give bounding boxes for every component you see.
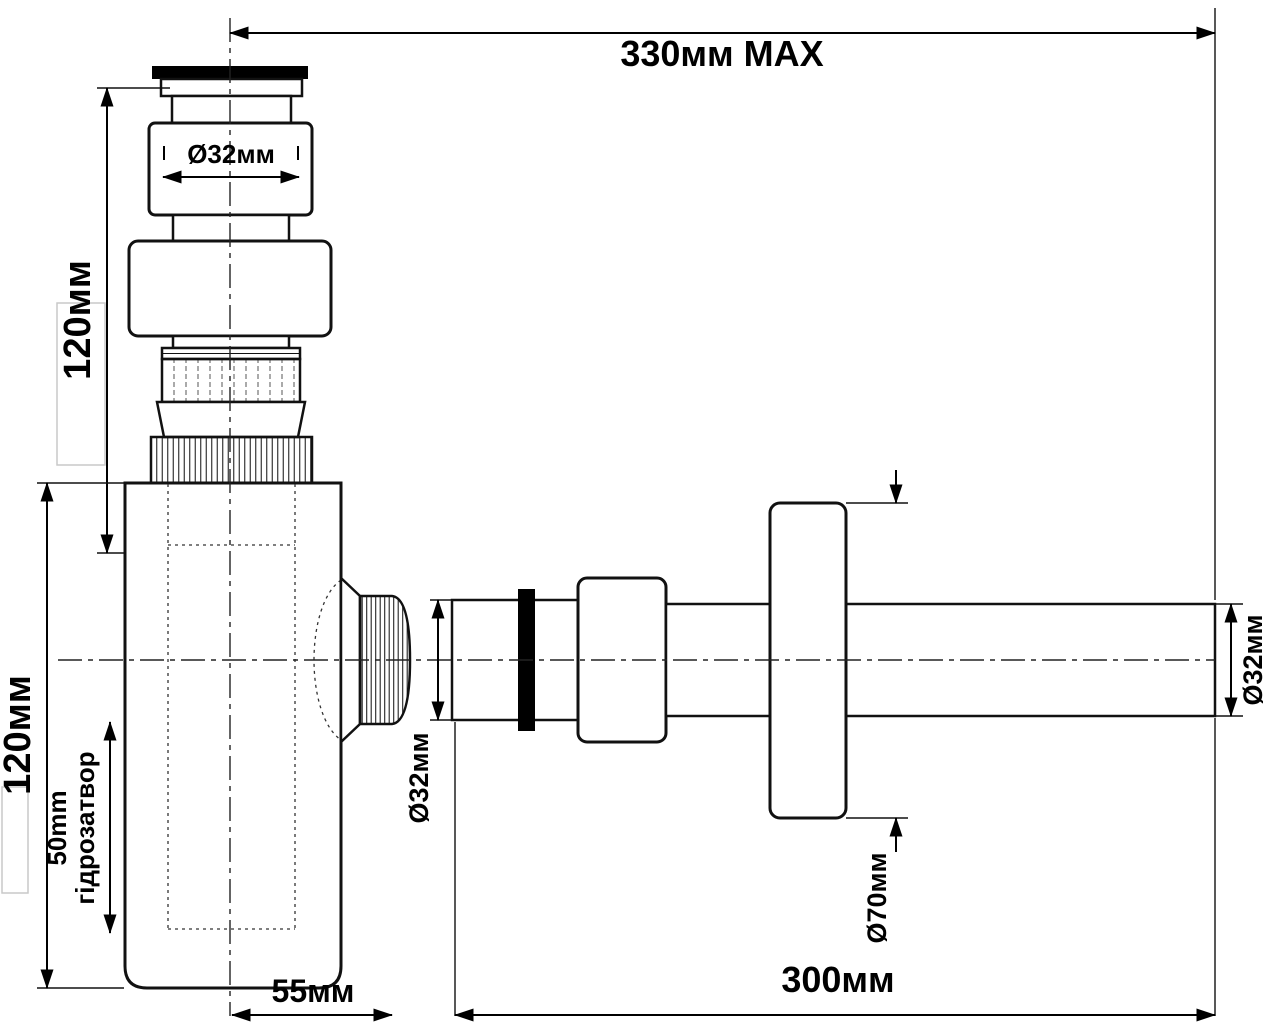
artifact-box bbox=[1, 786, 29, 894]
riser-stem bbox=[171, 334, 291, 350]
dim-label-water-seal: 50mmгідрозатвор bbox=[42, 751, 100, 904]
dim-55: 55мм bbox=[231, 973, 393, 1022]
compression-sleeve bbox=[160, 357, 302, 404]
dim-label-dia70: Ø70мм bbox=[862, 853, 892, 944]
dim-dia32-top: Ø32мм bbox=[162, 139, 300, 184]
dim-label-dia32-inlet: Ø32мм bbox=[404, 733, 434, 824]
dim-120-lower: 120мм bbox=[0, 482, 124, 989]
dim-label-55: 55мм bbox=[272, 973, 355, 1009]
neck-pipe bbox=[171, 213, 291, 243]
tailpiece-pipe bbox=[170, 94, 293, 125]
dim-dia70: Ø70мм bbox=[846, 470, 908, 943]
dim-330-max: 330мм MAX bbox=[229, 8, 1216, 600]
dim-120-upper: 120мм bbox=[57, 87, 170, 554]
tailpiece-flange bbox=[159, 77, 304, 98]
taper-cone bbox=[155, 400, 307, 439]
vertical-trap-assembly bbox=[123, 66, 412, 990]
dim-dia32-outlet: Ø32мм bbox=[1215, 603, 1268, 717]
dim-50mm-seal: 50mmгідрозатвор bbox=[42, 721, 117, 934]
dim-label-330: 330мм MAX bbox=[620, 33, 823, 74]
dim-300: 300мм bbox=[454, 718, 1216, 1022]
outlet-internal-dotted bbox=[313, 579, 342, 741]
dim-label-dia32-top: Ø32мм bbox=[187, 139, 275, 169]
trap-body bbox=[123, 481, 343, 990]
dim-label-120-upper: 120мм bbox=[57, 260, 99, 380]
dim-label-120-lower: 120мм bbox=[0, 675, 39, 795]
dim-label-300: 300мм bbox=[781, 959, 894, 1000]
threaded-collar bbox=[149, 435, 314, 485]
dim-label-dia32-outlet: Ø32мм bbox=[1238, 615, 1268, 706]
dim-dia32-inlet: Ø32мм bbox=[404, 599, 452, 824]
